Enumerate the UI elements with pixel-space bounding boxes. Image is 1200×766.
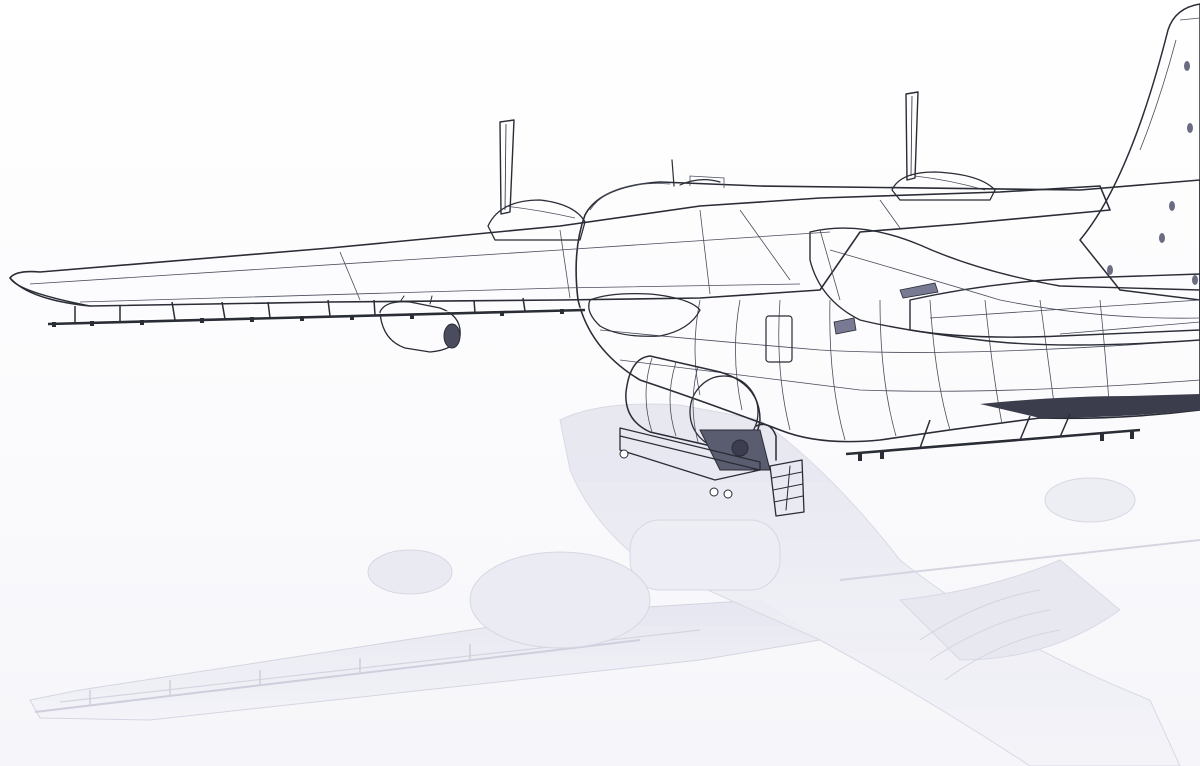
- belly-fairing: [809, 227, 1200, 346]
- wing: [9, 185, 1111, 307]
- floor-reflection: [29, 403, 1200, 766]
- vertical-tail: [1079, 3, 1200, 301]
- propeller-blade-right: [905, 91, 919, 181]
- fuselage: [575, 159, 1200, 443]
- underwing-pod: [379, 295, 461, 353]
- spray-boom-belly: [845, 413, 1141, 461]
- propeller-blade-left: [499, 119, 515, 215]
- horizontal-stabilizer: [909, 273, 1200, 338]
- spray-boom-wing: [47, 297, 586, 327]
- tank-skid: [619, 427, 761, 499]
- ladder: [769, 459, 805, 517]
- left-engine-nacelle: [487, 199, 701, 337]
